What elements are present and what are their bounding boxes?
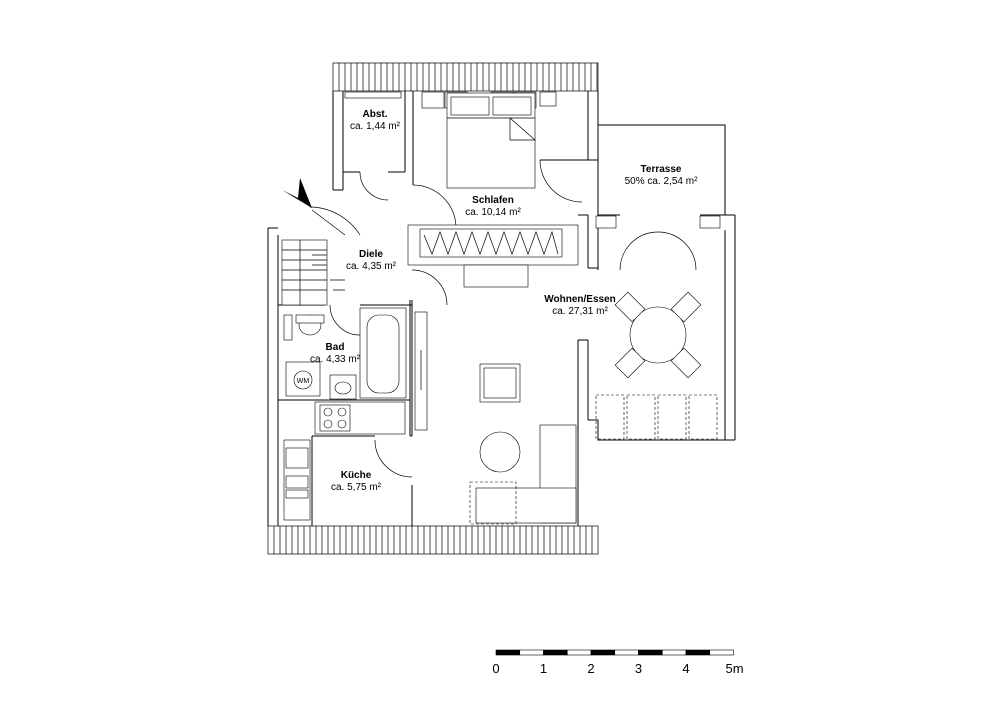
- room-area-bad: ca. 4,33 m²: [310, 354, 361, 365]
- kitchen-fixtures: [283, 401, 406, 521]
- room-name-kueche: Küche: [341, 470, 372, 481]
- scale-segment: [566, 649, 592, 656]
- scale-segment: [685, 649, 711, 656]
- scale-label: 3: [635, 661, 642, 676]
- room-area-terrasse: 50% ca. 2,54 m²: [625, 176, 698, 187]
- room-name-diele: Diele: [359, 249, 383, 260]
- entrance-arrow-icon: [282, 178, 312, 208]
- room-area-diele: ca. 4,35 m²: [346, 261, 397, 272]
- room-labels: Abst. ca. 1,44 m² Schlafen ca. 10,14 m² …: [310, 109, 698, 493]
- scale-segment: [543, 649, 568, 656]
- room-area-wohnen: ca. 27,31 m²: [552, 306, 608, 317]
- room-name-bad: Bad: [326, 342, 345, 353]
- scale-segment: [614, 649, 639, 656]
- terrace-loungers: [595, 394, 718, 440]
- room-name-schlafen: Schlafen: [472, 195, 514, 206]
- scale-segment: [590, 649, 616, 656]
- scale-segment: [661, 649, 687, 656]
- scale-label: 0: [492, 661, 499, 676]
- doors: [309, 159, 697, 478]
- scale-bar: 0 1 2 3 4 5m: [492, 649, 744, 676]
- room-name-abst: Abst.: [363, 109, 388, 120]
- room-name-wohnen: Wohnen/Essen: [544, 294, 616, 305]
- scale-label: 4: [682, 661, 689, 676]
- wardrobe: [407, 224, 579, 288]
- washer-label: WM: [297, 378, 310, 385]
- scale-segment: [638, 649, 663, 656]
- double-bed: [446, 92, 536, 189]
- scale-segment: [495, 649, 521, 656]
- exterior-walls: [267, 91, 736, 526]
- scale-label: 2: [587, 661, 594, 676]
- staircase: [281, 239, 345, 306]
- room-area-kueche: ca. 5,75 m²: [331, 482, 382, 493]
- scale-segment: [519, 649, 544, 656]
- room-name-terrasse: Terrasse: [641, 164, 682, 175]
- dining-table: [614, 291, 702, 379]
- room-area-schlafen: ca. 10,14 m²: [465, 207, 521, 218]
- roof-hatching-bottom: [267, 525, 599, 555]
- scale-label: 1: [540, 661, 547, 676]
- scale-segment: [709, 649, 734, 656]
- living-furniture: [414, 311, 577, 525]
- bathroom-fixtures: WM: [283, 307, 407, 400]
- roof-hatching-top: [332, 62, 599, 92]
- scale-label: 5m: [726, 661, 744, 676]
- room-area-abst: ca. 1,44 m²: [350, 121, 401, 132]
